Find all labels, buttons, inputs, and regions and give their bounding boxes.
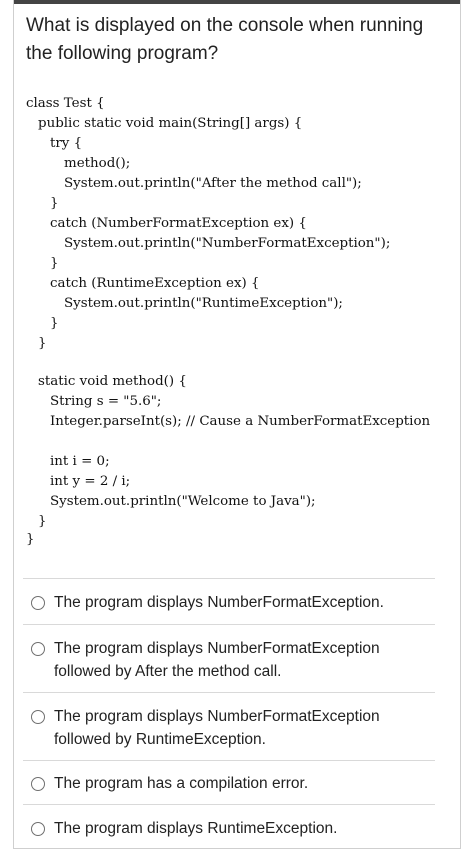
question-line-1: What is displayed on the console when ru… [26,15,424,36]
option-line: The program displays NumberFormatExcepti… [54,708,380,725]
answer-option-3[interactable]: The program displays NumberFormatExcepti… [23,692,435,760]
answer-option-2[interactable]: The program displays NumberFormatExcepti… [23,624,435,692]
code-line: catch (RuntimeException ex) { [50,276,260,291]
radio-button[interactable] [31,642,45,656]
question-card [13,0,461,849]
answer-option-5[interactable]: The program displays RuntimeException. [23,804,435,850]
code-line: } [50,316,59,331]
question-text: What is displayed on the console when ru… [26,12,446,68]
answer-option-4[interactable]: The program has a compilation error. [23,760,435,804]
option-line: The program displays NumberFormatExcepti… [54,594,384,611]
option-label: The program displays NumberFormatExcepti… [54,591,429,614]
radio-button[interactable] [31,596,45,610]
question-line-2: the following program? [26,43,219,64]
code-line: System.out.println("After the method cal… [64,176,362,191]
code-line: String s = "5.6"; [50,394,162,409]
option-line: The program displays NumberFormatExcepti… [54,640,380,657]
code-line: } [50,196,59,211]
answer-option-1[interactable]: The program displays NumberFormatExcepti… [23,578,435,624]
option-line: followed by RuntimeException. [54,731,266,748]
option-label: The program displays RuntimeException. [54,817,429,840]
code-line: } [38,514,47,529]
code-line: try { [50,136,83,151]
radio-button[interactable] [31,822,45,836]
option-line: The program has a compilation error. [54,775,309,792]
code-line: System.out.println("RuntimeException"); [64,296,343,311]
radio-button[interactable] [31,710,45,724]
radio-button[interactable] [31,777,45,791]
code-line: int y = 2 / i; [50,474,131,489]
code-line: class Test { [26,96,105,111]
code-line: } [38,336,47,351]
code-line: public static void main(String[] args) { [38,116,303,131]
answer-options: The program displays NumberFormatExcepti… [23,578,435,850]
code-line: int i = 0; [50,454,110,469]
code-line: static void method() { [38,374,187,389]
option-line: The program displays RuntimeException. [54,820,338,837]
option-label: The program displays NumberFormatExcepti… [54,637,429,683]
code-line: Integer.parseInt(s); // Cause a NumberFo… [50,414,431,429]
top-border [13,0,461,4]
code-line: System.out.println("Welcome to Java"); [50,494,316,509]
code-line: method(); [64,156,131,171]
code-line: } [26,532,35,547]
option-label: The program displays NumberFormatExcepti… [54,705,429,751]
code-line: System.out.println("NumberFormatExceptio… [64,236,391,251]
code-line: } [50,256,59,271]
code-line: catch (NumberFormatException ex) { [50,216,307,231]
option-label: The program has a compilation error. [54,772,429,795]
option-line: followed by After the method call. [54,663,282,680]
